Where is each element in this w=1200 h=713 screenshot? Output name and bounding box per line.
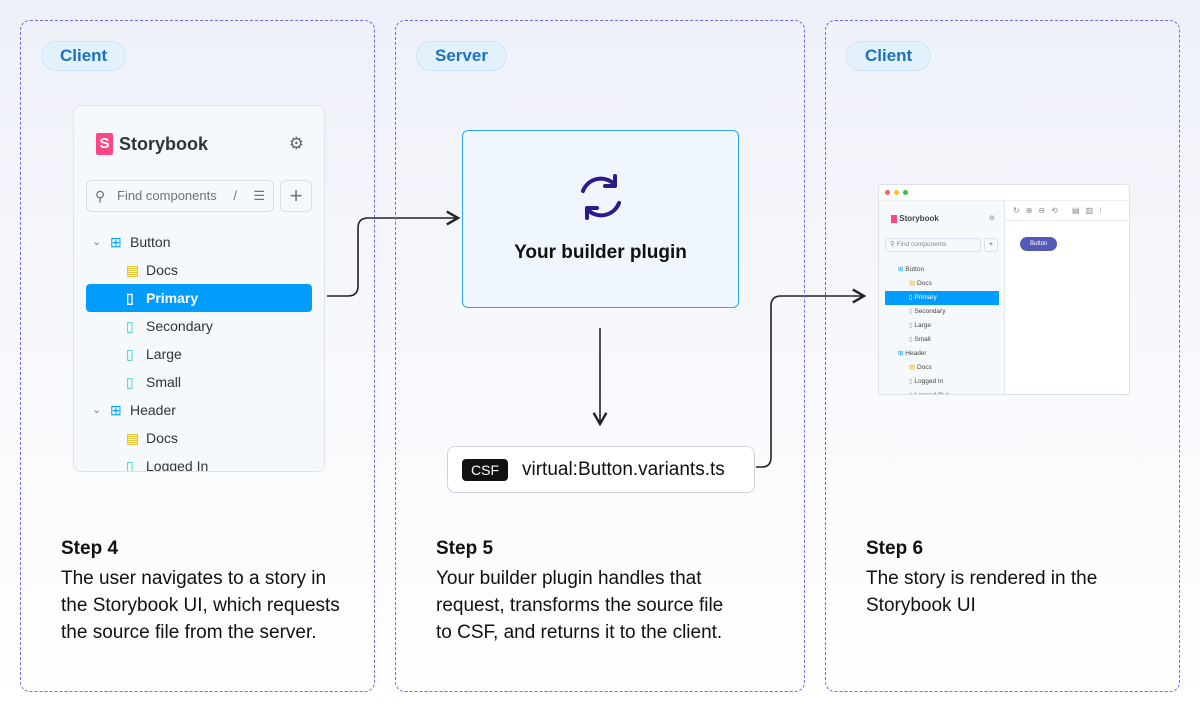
search-input[interactable]: ⚲Find components/☰ <box>86 180 274 212</box>
arrow-server-to-client <box>756 288 867 468</box>
client-badge: Client <box>41 41 127 71</box>
search-icon: ⚲ <box>95 188 106 204</box>
sync-icon <box>580 174 621 220</box>
client-panel-step6: Client Storybook ⚙ ⚲ Find components + ⊞… <box>825 20 1180 692</box>
tree-item-story[interactable]: ▯Secondary <box>86 312 312 340</box>
component-icon: ⊞ <box>110 234 122 250</box>
tree-item-component[interactable]: ⌄⊞Header <box>86 396 312 424</box>
mini-tree-item[interactable]: ⊞ Button <box>898 266 925 273</box>
preview-toolbar: ↻⊕⊖⟲ ▤▥⁝ <box>1005 201 1129 221</box>
mini-tree-item[interactable]: ▯ Small <box>909 336 931 343</box>
mini-tree-item[interactable]: ▯ Logged In <box>909 378 944 385</box>
chevron-down-icon: ⌄ <box>92 404 102 416</box>
builder-plugin-box: Your builder plugin <box>462 130 739 308</box>
docs-icon: ▤ <box>126 430 140 446</box>
preview-button[interactable]: Button <box>1020 237 1058 251</box>
client-badge: Client <box>846 41 932 71</box>
mini-tree-item[interactable]: ▤ Docs <box>909 364 932 371</box>
mini-tree-item[interactable]: ▯ Secondary <box>909 308 946 315</box>
mini-tree-item[interactable]: ▯ Logged Out <box>885 389 999 394</box>
story-icon: ▯ <box>126 290 134 306</box>
mini-tree-item[interactable]: ⊞ Header <box>898 350 927 357</box>
story-icon: ▯ <box>126 346 134 362</box>
tree-item-docs[interactable]: ▤Docs <box>86 256 312 284</box>
mini-tree-item[interactable]: ▯ Primary <box>885 291 999 305</box>
mini-sidebar: Storybook ⚙ ⚲ Find components + ⊞ Button… <box>879 201 1005 394</box>
tree-item-story[interactable]: ▯Small <box>86 368 312 396</box>
tree-item-docs[interactable]: ▤Docs <box>86 424 312 452</box>
mini-tree-item[interactable]: ▯ Large <box>909 322 932 329</box>
gear-icon[interactable]: ⚙ <box>288 134 304 153</box>
mini-tree-item[interactable]: ▤ Docs <box>909 280 932 287</box>
story-icon: ▯ <box>126 374 134 390</box>
component-icon: ⊞ <box>110 402 122 418</box>
chevron-down-icon: ⌄ <box>92 236 102 248</box>
arrow-client-to-server <box>327 210 461 297</box>
story-icon: ▯ <box>126 318 134 334</box>
tree-item-story[interactable]: ▯Large <box>86 340 312 368</box>
component-tree: ⌄⊞Button▤Docs▯Primary▯Secondary▯Large▯Sm… <box>86 228 312 472</box>
tree-item-story[interactable]: ▯Logged In <box>86 452 312 472</box>
filter-icon[interactable]: ☰ <box>253 188 265 203</box>
docs-icon: ▤ <box>126 262 140 278</box>
storybook-preview-window: Storybook ⚙ ⚲ Find components + ⊞ Button… <box>878 184 1130 395</box>
server-badge: Server <box>416 41 507 71</box>
tree-item-story[interactable]: ▯Primary <box>86 284 312 312</box>
add-button[interactable]: + <box>280 180 312 212</box>
tree-item-component[interactable]: ⌄⊞Button <box>86 228 312 256</box>
story-icon: ▯ <box>126 458 134 472</box>
